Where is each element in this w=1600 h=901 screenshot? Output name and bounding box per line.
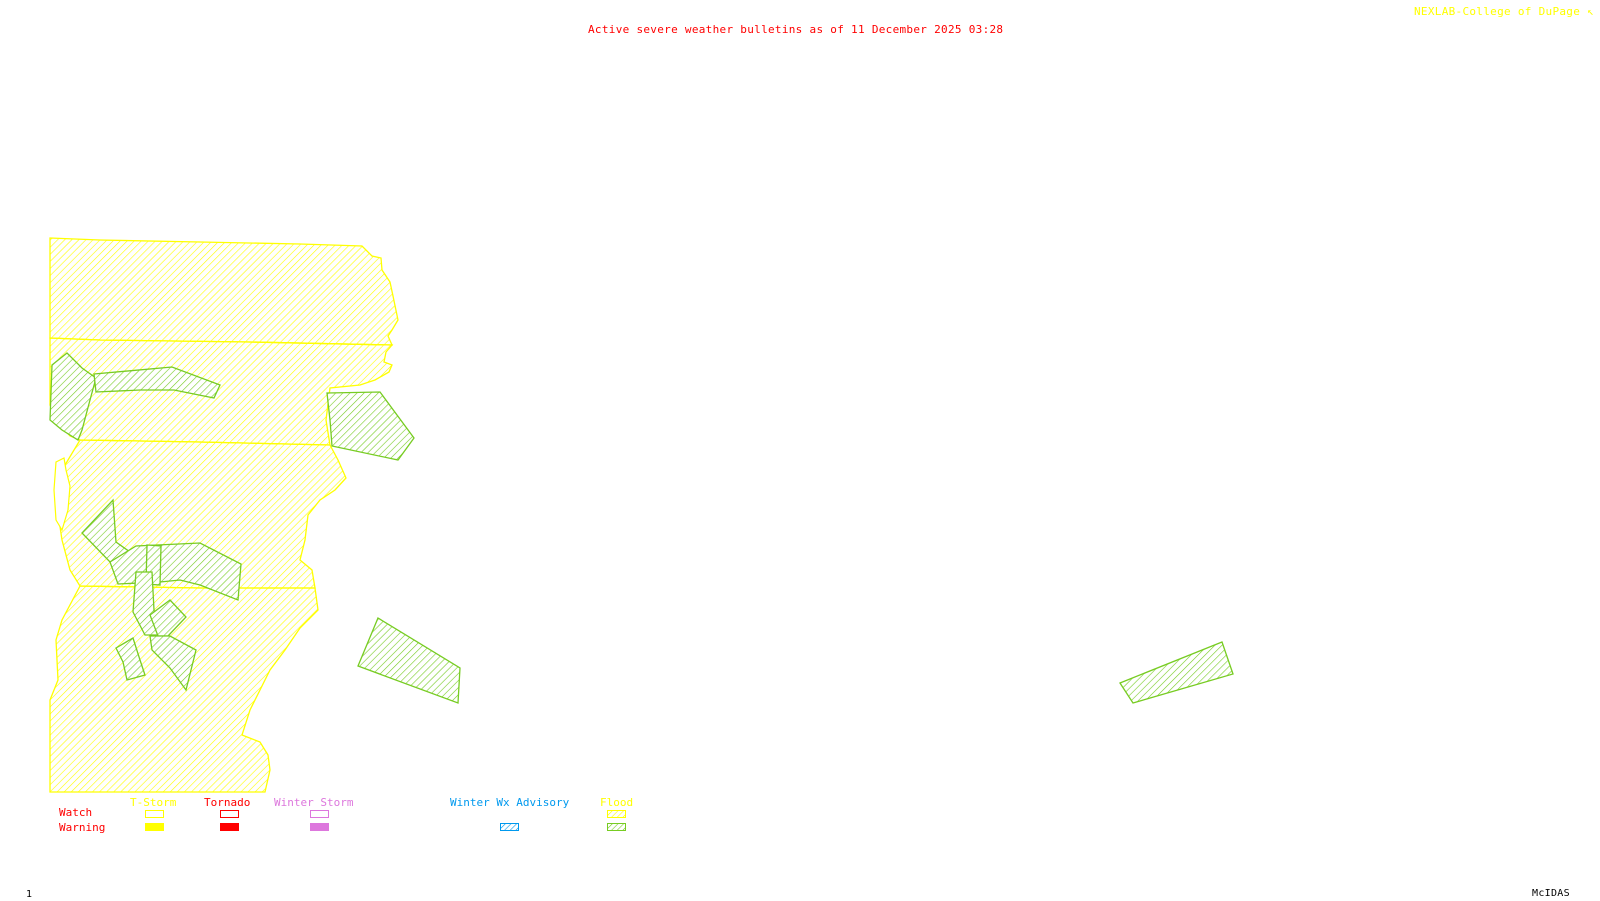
coastline-inlet [53,457,71,532]
flood-watch-area-4 [49,585,319,793]
flood-watch-area-1 [49,237,399,346]
winter-storm-watch-swatch [310,810,329,818]
winter-storm-warning-swatch [310,823,329,831]
map-title: Active severe weather bulletins as of 11… [588,23,1004,36]
flood-warning-swatch [607,823,626,831]
flood-warning-area-1 [49,352,97,441]
cursor-arrow-icon: ↖ [1580,5,1595,18]
legend-winter-storm-label: Winter Storm [274,796,354,809]
flood-warning-area-2 [93,366,221,399]
flood-warning-area-8 [149,599,187,637]
flood-warning-area-11 [357,617,461,704]
legend-winter-wx-advisory-label: Winter Wx Advisory [450,796,570,809]
flood-watch-swatch [607,810,626,818]
legend-tornado-label: Tornado [204,796,251,809]
credit-label: NEXLAB-College of DuPage ↖ [1414,6,1594,18]
legend-tstorm-label: T-Storm [130,796,177,809]
flood-watch-area-2 [49,337,394,446]
winter-wx-advisory-swatch [500,823,519,831]
tornado-watch-swatch [220,810,239,818]
frame-number: 1 [26,889,33,900]
legend-flood-label: Flood [600,796,634,809]
flood-warning-area-3 [326,391,415,461]
flood-warning-area-10 [115,637,146,681]
tstorm-warning-swatch [145,823,164,831]
legend-warning-row-label: Warning [59,821,106,834]
software-label: McIDAS [1532,888,1570,899]
legend-watch-row-label: Watch [59,806,93,819]
tstorm-watch-swatch [145,810,164,818]
credit-text: NEXLAB-College of DuPage [1414,5,1581,18]
tornado-warning-swatch [220,823,239,831]
flood-warning-area-9 [149,635,197,692]
flood-warning-area-12 [1119,641,1234,704]
